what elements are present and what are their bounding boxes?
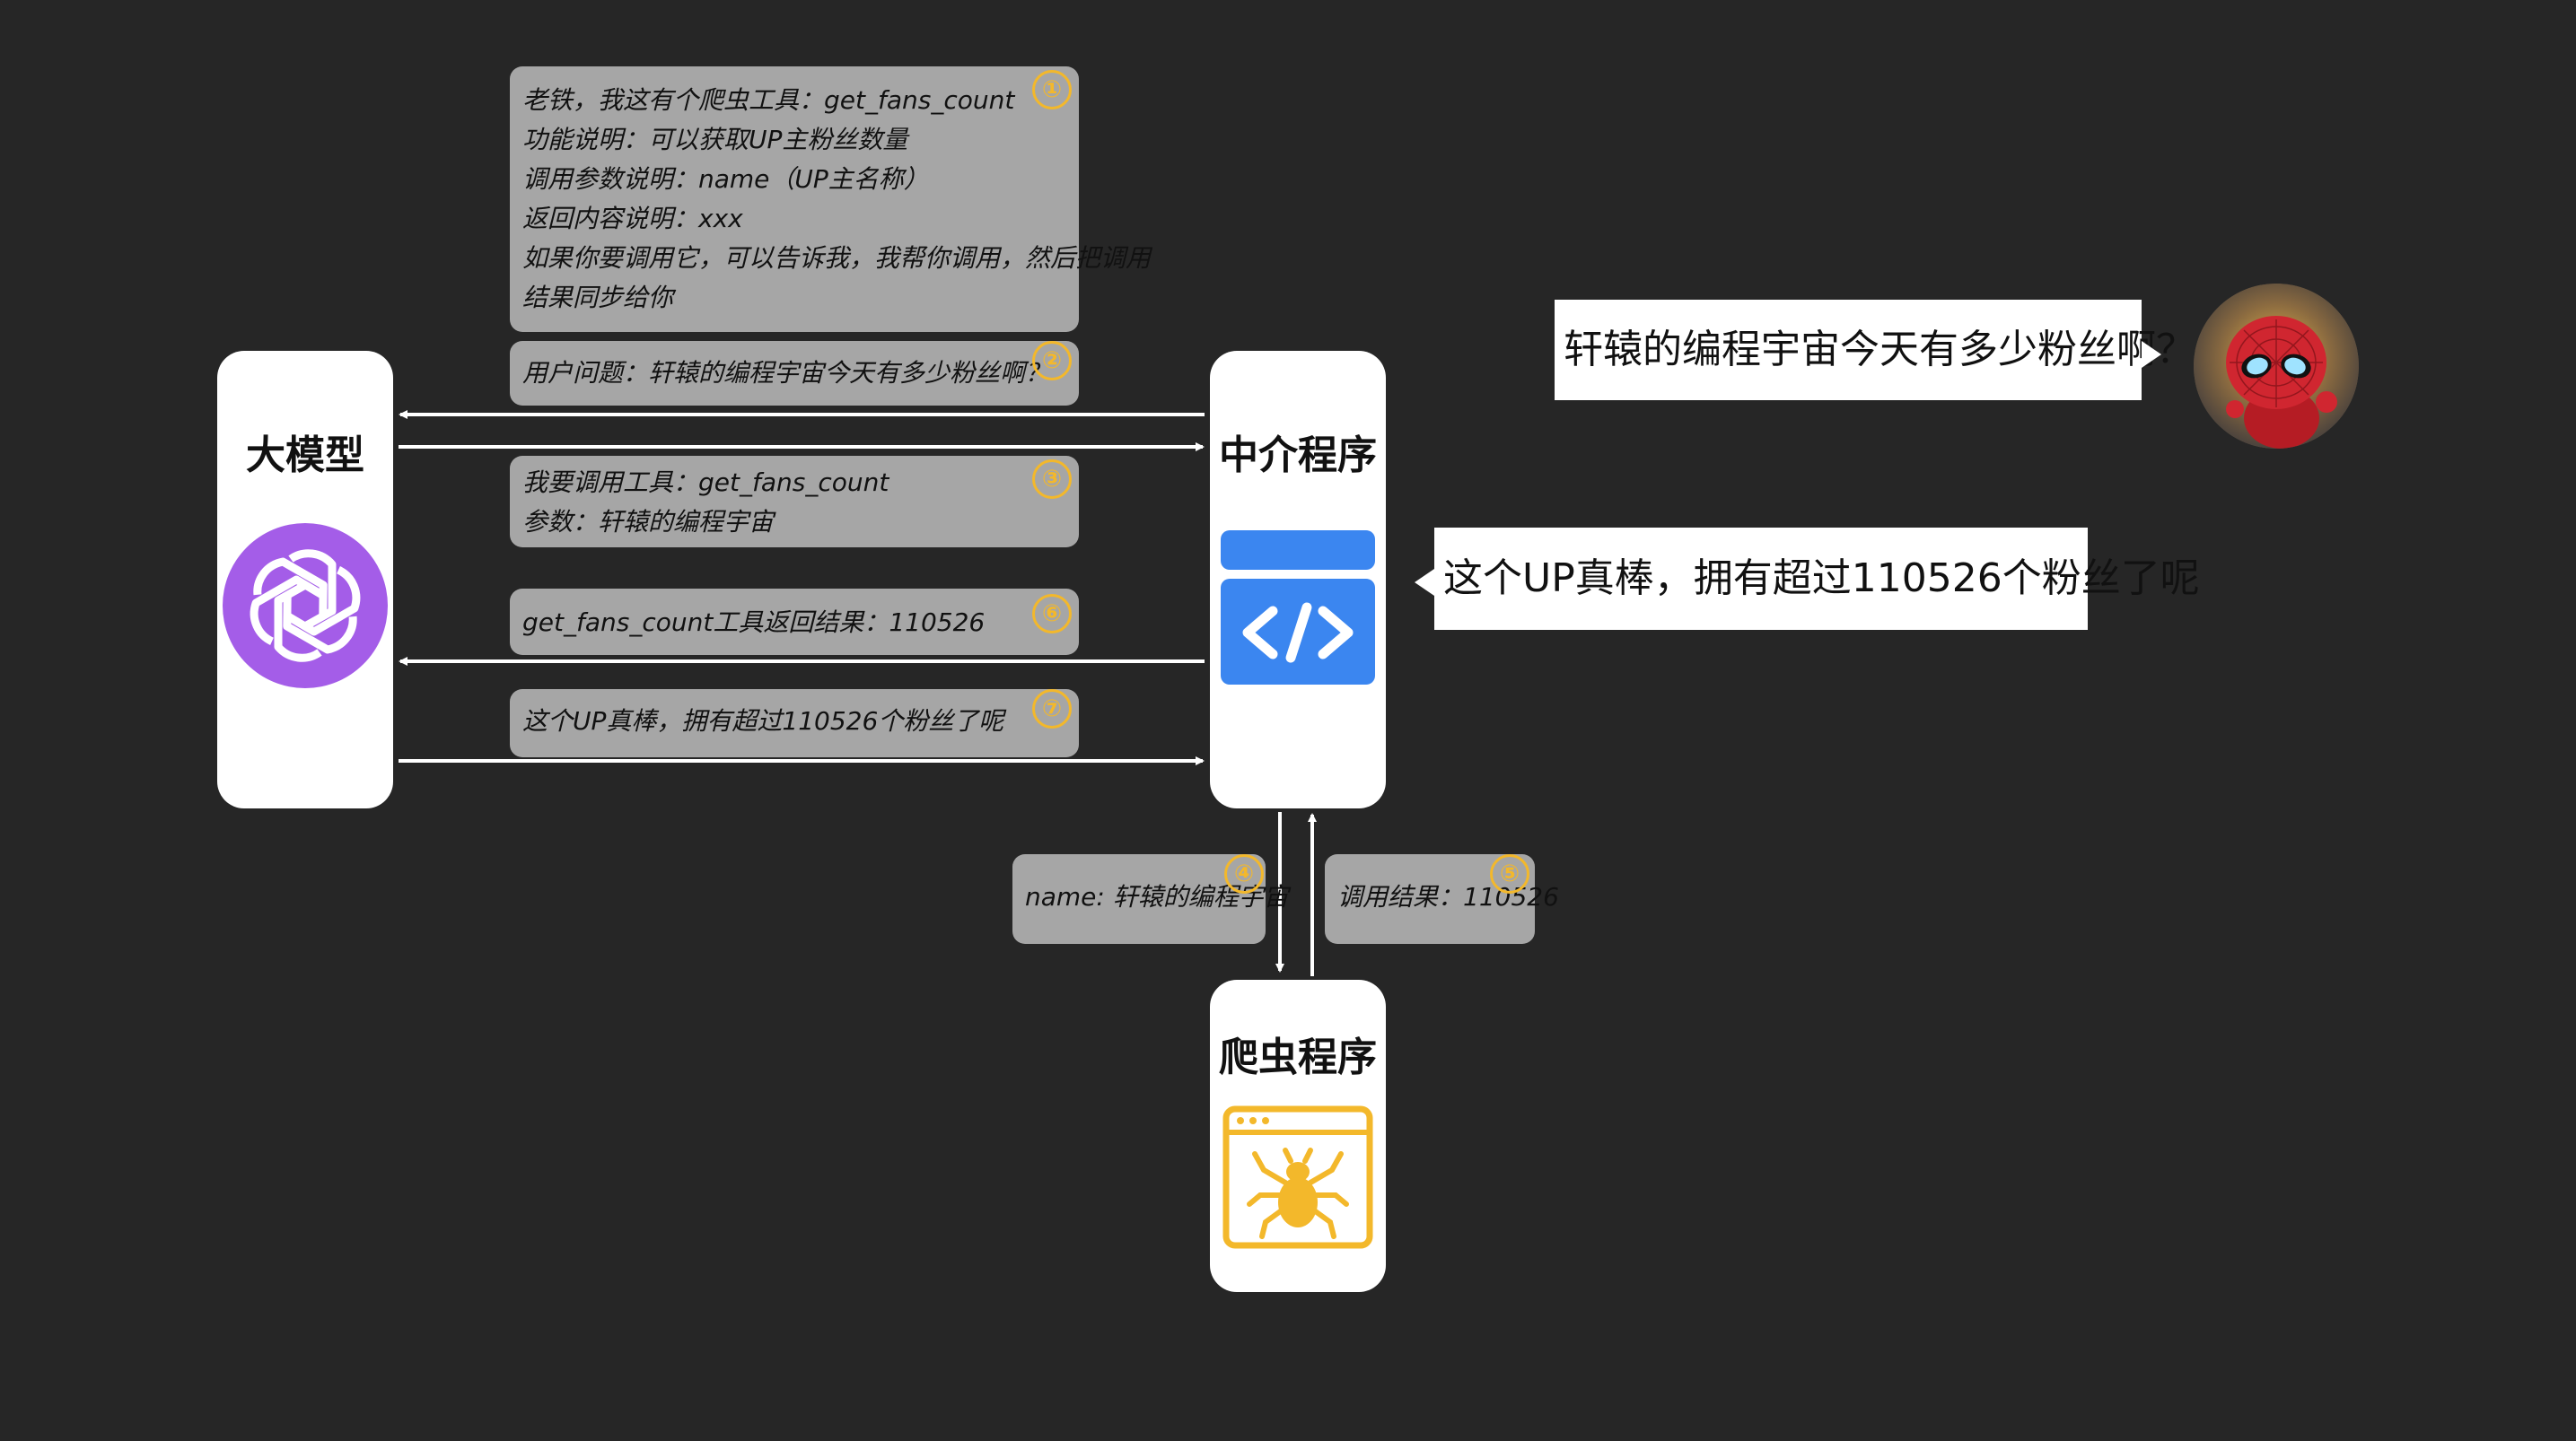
message-line: 调用参数说明：name（UP主名称） <box>522 164 929 194</box>
message-line: 这个UP真棒，拥有超过110526个粉丝了呢 <box>522 706 1004 736</box>
message-line: 用户问题：轩辕的编程宇宙今天有多少粉丝啊？ <box>522 358 1051 388</box>
message-2-user-question: 用户问题：轩辕的编程宇宙今天有多少粉丝啊？ <box>510 341 1079 406</box>
message-line: 结果同步给你 <box>522 283 674 312</box>
message-line: 参数：轩辕的编程宇宙 <box>522 507 775 537</box>
llm-title: 大模型 <box>246 432 364 478</box>
message-4-crawler-param: name: 轩辕的编程宇宙 <box>1012 854 1289 944</box>
step-badge-7: ⑦ <box>1032 689 1072 729</box>
step-badge-1: ① <box>1032 70 1072 109</box>
message-line: 老铁，我这有个爬虫工具：get_fans_count <box>522 85 1015 115</box>
step-badge-5: ⑤ <box>1490 854 1529 894</box>
message-line: 功能说明：可以获取UP主粉丝数量 <box>522 125 908 154</box>
message-line: name: 轩辕的编程宇宙 <box>1025 882 1289 912</box>
middleware-panel: 中介程序 <box>1210 351 1386 808</box>
message-7-final-answer: 这个UP真棒，拥有超过110526个粉丝了呢 <box>510 689 1079 757</box>
crawler-title: 爬虫程序 <box>1219 1035 1377 1080</box>
message-line: 返回内容说明：xxx <box>522 204 743 233</box>
message-line: get_fans_count工具返回结果：110526 <box>522 607 986 637</box>
message-line: 我要调用工具：get_fans_count <box>522 467 889 497</box>
message-5-crawler-result: 调用结果：110526 <box>1325 854 1559 944</box>
message-line: 如果你要调用它，可以告诉我，我帮你调用，然后把调用 <box>522 243 1152 273</box>
user-bubble-pointer <box>2142 341 2161 368</box>
message-1-tool-registration: 老铁，我这有个爬虫工具：get_fans_count 功能说明：可以获取UP主粉… <box>510 66 1152 332</box>
reply-bubble: 这个UP真棒，拥有超过110526个粉丝了呢 <box>1434 528 2200 630</box>
step-badge-3: ③ <box>1032 459 1072 499</box>
openai-logo-icon <box>223 523 388 688</box>
message-3-tool-call: 我要调用工具：get_fans_count 参数：轩辕的编程宇宙 <box>510 456 1079 547</box>
reply-bubble-pointer <box>1415 569 1434 596</box>
step-badge-2: ② <box>1032 341 1072 380</box>
llm-panel: 大模型 <box>217 351 393 808</box>
spider-browser-icon <box>1222 1105 1373 1249</box>
message-6-tool-result: get_fans_count工具返回结果：110526 <box>510 589 1079 655</box>
middleware-title: 中介程序 <box>1219 432 1377 478</box>
code-window-icon <box>1221 530 1375 685</box>
step-badge-6: ⑥ <box>1032 594 1072 633</box>
spiderman-avatar-icon <box>2194 284 2359 449</box>
step-badge-4: ④ <box>1224 854 1264 894</box>
crawler-panel: 爬虫程序 <box>1210 980 1386 1292</box>
user-question-bubble: 轩辕的编程宇宙今天有多少粉丝啊？ <box>1555 300 2195 400</box>
